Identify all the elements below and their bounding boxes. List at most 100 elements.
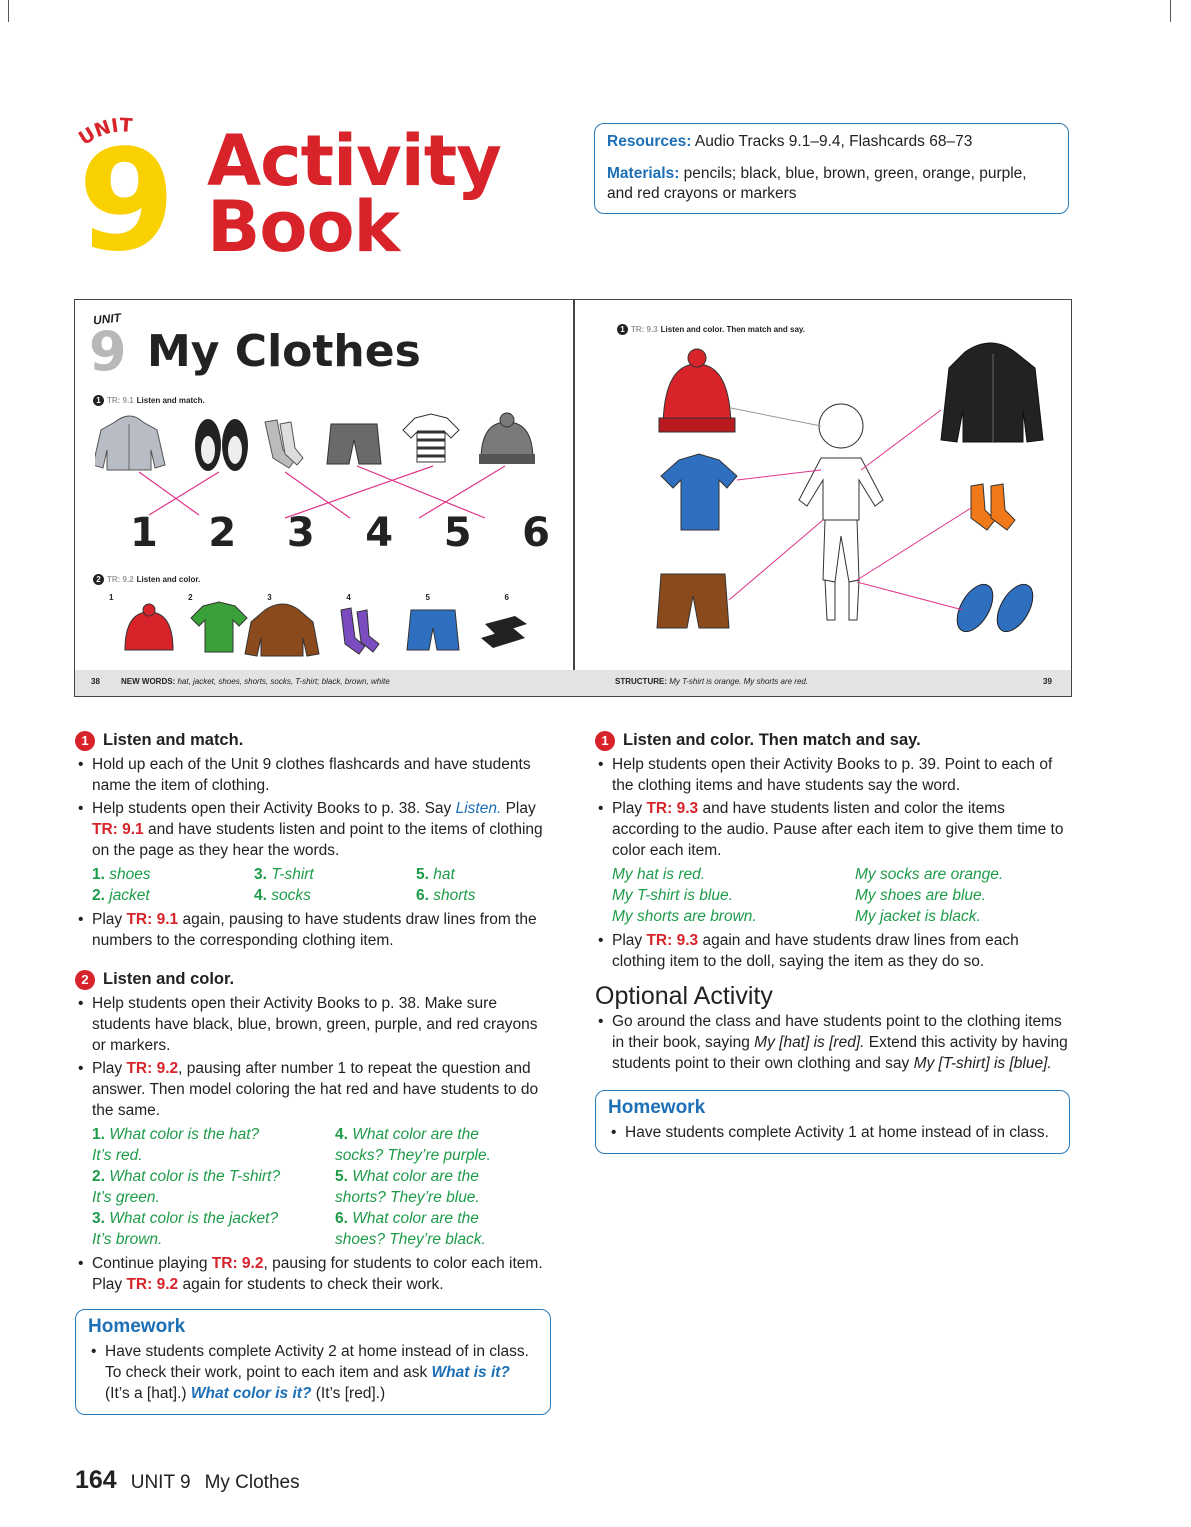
title-line-1: Activity [207,120,502,202]
spread-footer: 38 NEW WORDS: hat, jacket, shoes, shorts… [75,670,1071,696]
shoes-icon [195,419,248,471]
jacket-icon [940,342,1044,443]
hat-icon [479,412,535,464]
activity-1-heading: 1 Listen and match. [75,730,551,751]
crop-mark [8,0,9,22]
activity-1-heading: 1 Listen and color. Then match and say. [595,730,1070,751]
track-ref: TR: 9.2 [126,1276,179,1293]
page-number: 164 [75,1466,117,1494]
answer: 6. shorts [416,887,476,904]
step: Play TR: 9.3 again and have students dra… [595,930,1070,972]
optional-activity-title: Optional Activity [595,982,773,1010]
sentence-key: My hat is red. My socks are orange. My T… [595,864,1070,927]
small-number: 4 [346,593,351,602]
heading-text: Listen and match. [103,731,244,749]
answer: 4. socks [254,887,311,904]
shorts-icon [326,423,382,465]
step: Play TR: 9.3 and have students listen an… [595,798,1070,861]
page-title: Activity Book [207,120,502,268]
qa-item: 3. What color is the jacket?It’s brown. [92,1210,279,1248]
page-number-right: 39 [1043,677,1052,686]
activity-steps: Help students open their Activity Books … [595,754,1070,861]
activity-2-steps: Help students open their Activity Books … [75,993,551,1121]
sentence: My hat is red. [612,866,706,883]
homework-box-right: Homework Have students complete Activity… [595,1090,1070,1154]
doll-illustration [656,342,1044,633]
answer: 2. jacket [92,887,150,904]
track-ref: TR: 9.3 [646,800,699,817]
answer-key: 1. shoes 3. T-shirt 5. hat 2. jacket 4. … [75,864,551,906]
right-activity-label: 1 TR: 9.3 Listen and color. Then match a… [617,324,805,335]
hat-icon [124,603,174,651]
title-line-2: Book [207,186,400,268]
step: Hold up each of the Unit 9 clothes flash… [75,754,551,796]
answer: 1. shoes [92,866,151,883]
jacket-icon [244,603,320,657]
new-words: NEW WORDS: hat, jacket, shoes, shorts, s… [121,677,390,686]
heading-text: Listen and color. Then match and say. [623,731,921,749]
track-ref: TR: 9.1 [92,821,144,838]
small-number-row: 1 2 3 4 5 6 [109,593,509,602]
answer: 3. T-shirt [254,866,314,883]
number: 2 [208,510,237,556]
spread-divider [573,300,575,696]
shorts-icon [656,573,730,629]
track-label: TR: 9.3 [631,325,658,334]
sentence: My socks are orange. [855,866,1004,883]
number: 3 [286,510,315,556]
shoes-icon [956,583,1034,633]
socks-icon [264,419,304,469]
unit-label: UNIT [75,114,133,150]
activity-1-steps: Hold up each of the Unit 9 clothes flash… [75,754,551,861]
text: Play [501,800,536,817]
qa-item: 1. What color is the hat?It’s red. [92,1126,260,1164]
structure: STRUCTURE: My T-shirt is orange. My shor… [615,677,808,686]
step: Continue playing TR: 9.2, pausing for st… [75,1253,551,1295]
sentence: My shorts are brown. [612,908,757,925]
homework-title: Homework [608,1097,706,1118]
homework-step: Have students complete Activity 1 at hom… [608,1122,1057,1143]
shoes-icon [481,616,527,648]
match-lines [138,465,506,519]
number: 5 [443,510,472,556]
small-number: 6 [504,593,509,602]
answer: 5. hat [416,866,455,883]
left-column: 1 Listen and match. Hold up each of the U… [75,730,551,1415]
text: Help students open their Activity Books … [92,800,456,817]
color-illustration [124,601,527,657]
footer-text: My T-shirt is orange. My shorts are red. [667,677,809,686]
track-label: TR: 9.2 [107,575,134,584]
activity-number: 1 [617,324,628,335]
match-illustration [95,412,535,519]
instruction: Listen and color. [136,575,201,584]
socks-icon [340,607,380,655]
homework-list: Have students complete Activity 1 at hom… [608,1122,1057,1143]
step: Help students open their Activity Books … [75,798,551,861]
match-lines [728,407,972,611]
homework-box-left: Homework Have students complete Activity… [75,1309,551,1415]
materials-text: pencils; black, blue, brown, green, oran… [607,165,1027,202]
number: 4 [365,510,394,556]
number: 1 [130,510,158,556]
footer-label: STRUCTURE: [615,677,667,686]
crop-mark [1170,0,1171,22]
homework-title: Homework [88,1316,186,1337]
footer-title: My Clothes [204,1472,300,1493]
jacket-icon [95,415,166,471]
activity-2-steps-cont: Continue playing TR: 9.2, pausing for st… [75,1253,551,1295]
homework-step: Have students complete Activity 2 at hom… [88,1341,538,1404]
text: and have students listen and point to th… [92,821,543,859]
qa-key: 1. What color is the hat?It’s red. 4. Wh… [75,1124,551,1250]
left-activity-2-label: 2 TR: 9.2 Listen and color. [93,574,200,585]
page-footer: 164 UNIT 9 My Clothes [75,1466,300,1495]
activity-steps-cont: Play TR: 9.3 again and have students dra… [595,930,1070,972]
footer-unit: UNIT 9 [130,1472,191,1493]
activity-number: 1 [75,730,95,751]
activity-book-spread: UNIT 9 My Clothes 1 TR: 9.1 Listen and m… [74,299,1072,697]
spread-title: My Clothes [147,326,421,377]
activity-number: 1 [595,730,615,751]
question: What color is it? [190,1385,312,1402]
